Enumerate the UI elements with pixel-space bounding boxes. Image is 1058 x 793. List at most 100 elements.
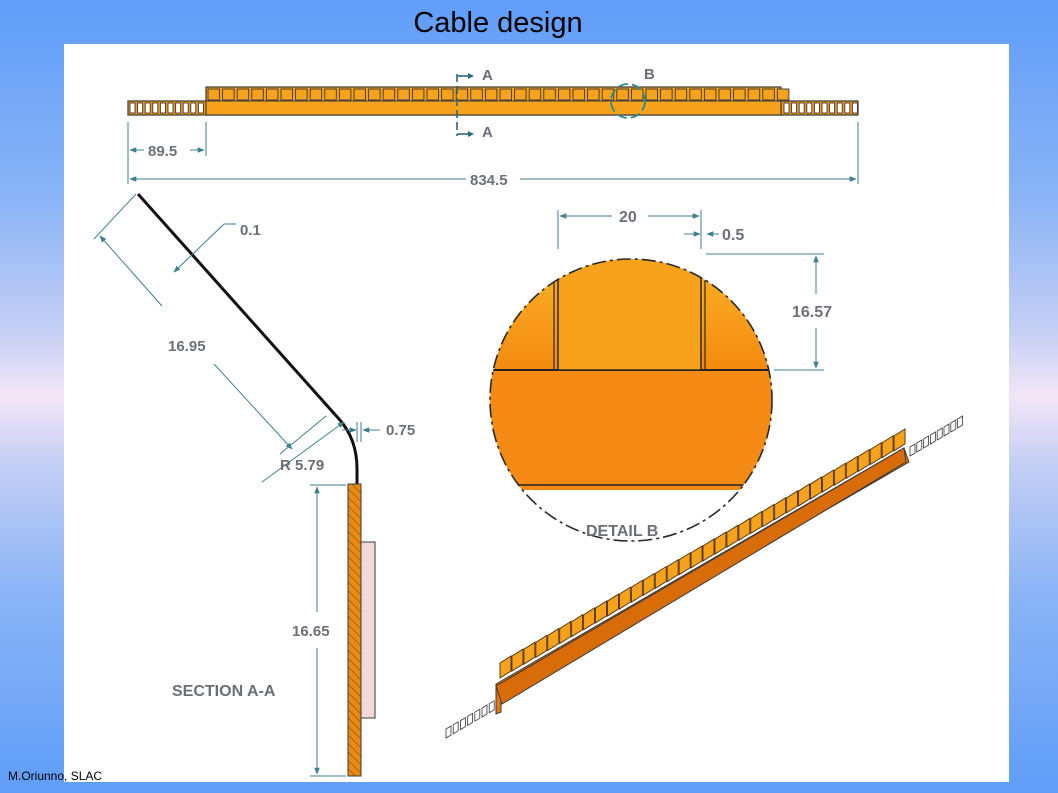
iso-end-pad (909, 443, 916, 457)
pad (528, 88, 542, 101)
detail-pad (557, 259, 702, 371)
isometric-view (445, 415, 963, 739)
pad (674, 88, 688, 101)
pad (280, 88, 293, 101)
slide-title: Cable design (413, 7, 583, 39)
iso-end-pad (474, 708, 481, 722)
left-end-pads (129, 102, 204, 114)
pad (309, 88, 323, 101)
iso-pad (857, 448, 870, 473)
section-a-a: 0.1 16.95 0.75 R 5.79 16.65 SECTION A-A (93, 193, 415, 777)
pad (645, 88, 658, 101)
pad (353, 88, 366, 101)
iso-pad (654, 565, 667, 590)
pad (703, 88, 717, 101)
iso-end-right-pads (909, 415, 963, 457)
end-pad (836, 102, 843, 114)
stiffener-block (360, 541, 376, 719)
pad (601, 88, 615, 101)
end-pad (844, 102, 851, 114)
pad (441, 88, 454, 101)
end-pad (783, 102, 790, 114)
iso-pad (559, 620, 572, 645)
pad (762, 88, 775, 101)
iso-pad (607, 593, 619, 617)
dim-bent-length: 16.95 (168, 338, 206, 355)
iso-end-pad (459, 716, 466, 731)
pad (470, 88, 483, 101)
iso-end-pad (957, 415, 963, 429)
pad (222, 88, 235, 101)
pad (236, 88, 250, 101)
end-pad (129, 102, 136, 114)
pad (557, 88, 571, 101)
dim-total-length: 834.5 (470, 172, 508, 189)
section-a-label-top: A (482, 67, 493, 84)
detail-b-outline (489, 258, 773, 542)
footer-credit: M.Oriunno, SLAC (8, 769, 103, 783)
iso-pad (630, 579, 643, 604)
pad (630, 88, 644, 101)
pad (324, 88, 337, 101)
pad (776, 88, 790, 101)
section-a-marker (456, 74, 468, 136)
pad (397, 88, 410, 101)
iso-pad (571, 613, 584, 638)
iso-pad (810, 476, 822, 500)
pad (411, 88, 425, 101)
iso-pad (869, 441, 882, 466)
dim-pad-width: 20 (619, 209, 637, 226)
iso-pad (821, 469, 834, 493)
pad (426, 88, 439, 101)
pad (207, 88, 220, 101)
iso-pad (798, 483, 810, 507)
iso-pad (893, 428, 906, 452)
iso-end-pad (950, 419, 957, 433)
center-pads (207, 88, 790, 101)
iso-pad (547, 627, 560, 652)
iso-pad (666, 558, 679, 583)
end-pad (190, 102, 197, 114)
detail-b-circle (610, 83, 646, 119)
end-pad (175, 102, 182, 114)
end-pad (159, 102, 166, 114)
pad (368, 88, 381, 101)
iso-end-pad (930, 431, 936, 445)
iso-end-pad (452, 721, 459, 735)
detail-b-title: DETAIL B (586, 523, 658, 540)
end-pad (813, 102, 820, 114)
pad (689, 88, 702, 101)
iso-pad (702, 538, 715, 562)
dim-pad-gap: 0.5 (722, 227, 744, 244)
pad (543, 88, 556, 101)
iso-end-pad (488, 700, 495, 714)
pad (499, 88, 512, 101)
pad (718, 88, 731, 101)
iso-pad (762, 503, 775, 528)
dim-pad-height: 16.57 (792, 304, 832, 321)
dim-radius: R 5.79 (280, 457, 324, 474)
iso-end-left-pads (445, 700, 495, 739)
pad (587, 88, 600, 101)
end-pad (851, 102, 858, 114)
iso-pad (726, 524, 739, 549)
iso-pad (714, 531, 727, 555)
dim-end-length: 89.5 (148, 143, 177, 160)
section-a-label-bottom: A (482, 124, 493, 141)
end-pad (144, 102, 151, 114)
dim-offset: 0.75 (386, 422, 415, 439)
end-pad (798, 102, 805, 114)
pad (733, 88, 746, 101)
detail-lower-fill (490, 370, 772, 490)
drawing-canvas: A A B 89.5 834.5 0.1 16.95 (64, 44, 1009, 782)
pad (514, 88, 527, 101)
pad (265, 88, 279, 101)
iso-pad (583, 607, 596, 631)
iso-pad (499, 655, 512, 679)
iso-end-pad (923, 435, 929, 449)
end-pad (806, 102, 813, 114)
section-a-a-title: SECTION A-A (172, 683, 276, 700)
pad (338, 88, 352, 101)
iso-pads (499, 428, 906, 679)
iso-end-pad (916, 439, 923, 453)
